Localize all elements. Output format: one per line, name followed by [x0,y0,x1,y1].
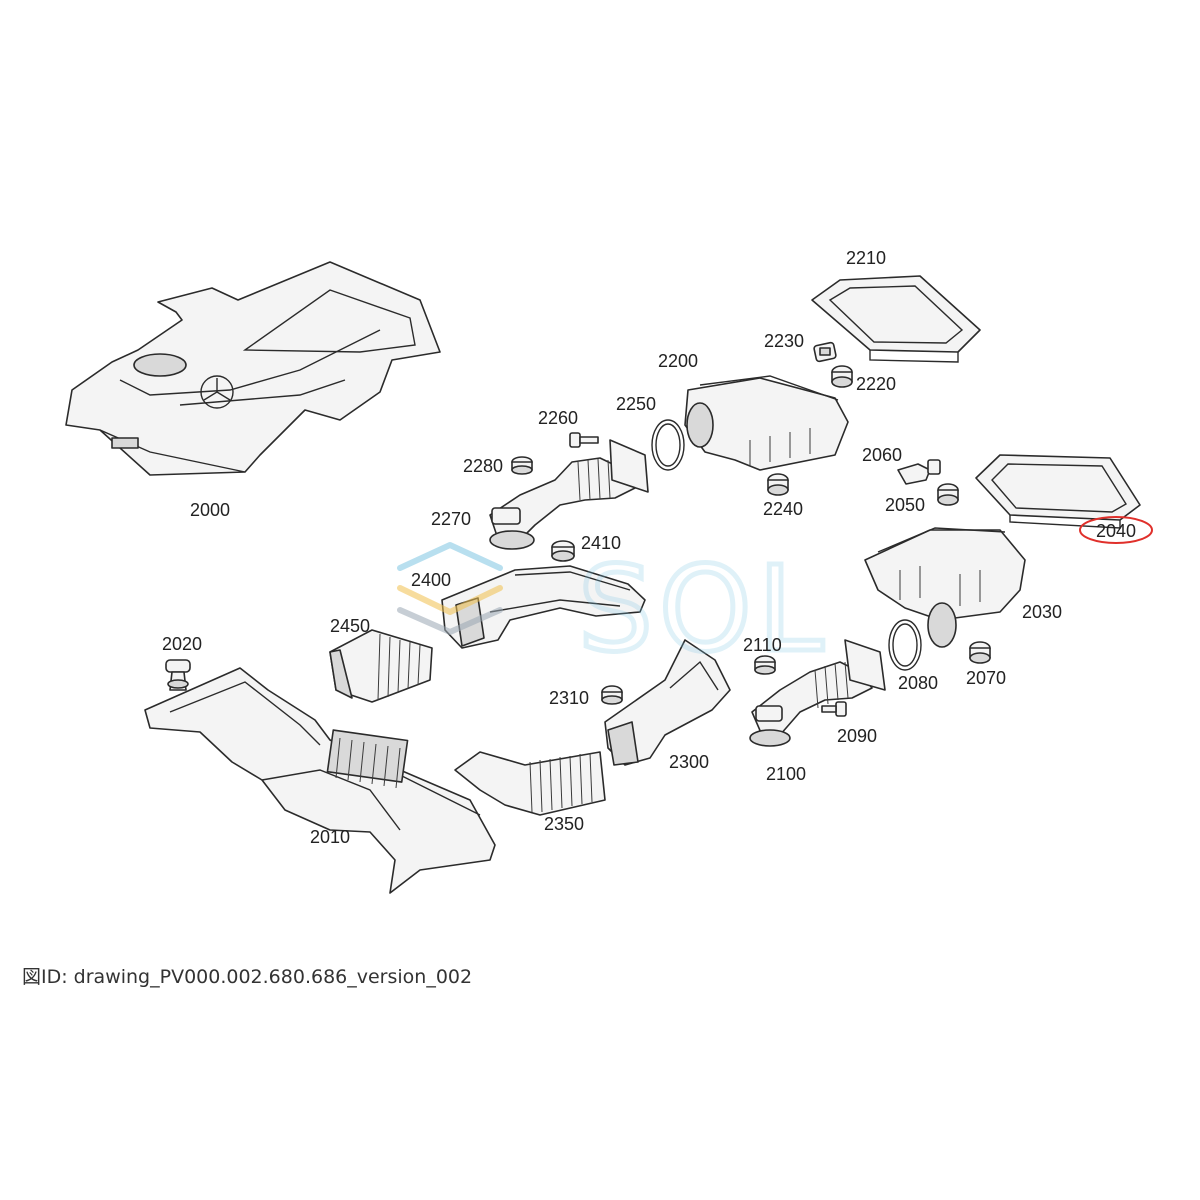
label-2060: 2060 [862,445,902,465]
part-2220-grommet [831,365,853,388]
watermark-logo: SOL [397,538,830,681]
label-2230: 2230 [764,331,804,351]
label-2200: 2200 [658,351,698,371]
part-2050-grommet [937,483,959,506]
part-2020-clip [165,659,191,691]
label-2220: 2220 [856,374,896,394]
label-2400: 2400 [411,570,451,590]
label-2010: 2010 [310,827,350,847]
part-2100-intake-hose [749,639,886,747]
label-2020: 2020 [162,634,202,654]
part-2070-grommet [969,641,991,664]
label-2100: 2100 [766,764,806,784]
part-2350-corrugated-duct [454,751,606,816]
label-2030: 2030 [1022,602,1062,622]
part-2280-grommet [511,456,533,475]
part-2030-air-filter-housing [864,527,1026,648]
label-2000: 2000 [190,500,230,520]
part-2230-sensor [813,341,837,363]
part-2450-corrugated-duct [329,629,433,703]
label-2260: 2260 [538,408,578,428]
label-2040: 2040 [1096,521,1136,541]
label-2450: 2450 [330,616,370,636]
part-2000-engine-cover [65,261,441,476]
label-2110: 2110 [743,635,782,655]
label-2240: 2240 [763,499,803,519]
part-2010-air-duct-tray [144,667,496,894]
label-2300: 2300 [669,752,709,772]
drawing-id-caption: 図ID: drawing_PV000.002.680.686_version_0… [22,966,473,988]
label-2050: 2050 [885,495,925,515]
svg-text:SOL: SOL [578,540,830,678]
highlight-ring-2040 [1079,516,1153,544]
part-2270-intake-hose [489,439,649,550]
label-2280: 2280 [463,456,503,476]
part-2400-upper-air-duct [441,565,646,649]
label-2210: 2210 [846,248,886,268]
label-2080: 2080 [898,673,938,693]
label-2070: 2070 [966,668,1006,688]
part-2240-grommet [767,473,789,496]
part-2210-filter-element [811,275,981,363]
part-2110-grommet [754,655,776,675]
part-2040-filter-element [975,454,1141,529]
part-2300-air-duct [604,639,731,766]
part-2410-grommet [551,540,575,562]
part-2250-seal-ring [651,419,685,471]
part-2310-grommet [601,685,623,705]
label-2270: 2270 [431,509,471,529]
part-2090-bolt [821,701,847,717]
part-2080-seal-ring [888,619,922,671]
label-2250: 2250 [616,394,656,414]
part-2200-air-filter-housing [684,375,849,471]
part-2060-sensor [897,459,941,485]
label-2310: 2310 [549,688,589,708]
label-2350: 2350 [544,814,584,834]
part-2260-bolt [569,432,599,448]
part-labels: 2000 2010 2020 2030 2040 2050 2060 2070 … [162,248,1136,847]
label-2410: 2410 [581,533,621,553]
label-2090: 2090 [837,726,877,746]
